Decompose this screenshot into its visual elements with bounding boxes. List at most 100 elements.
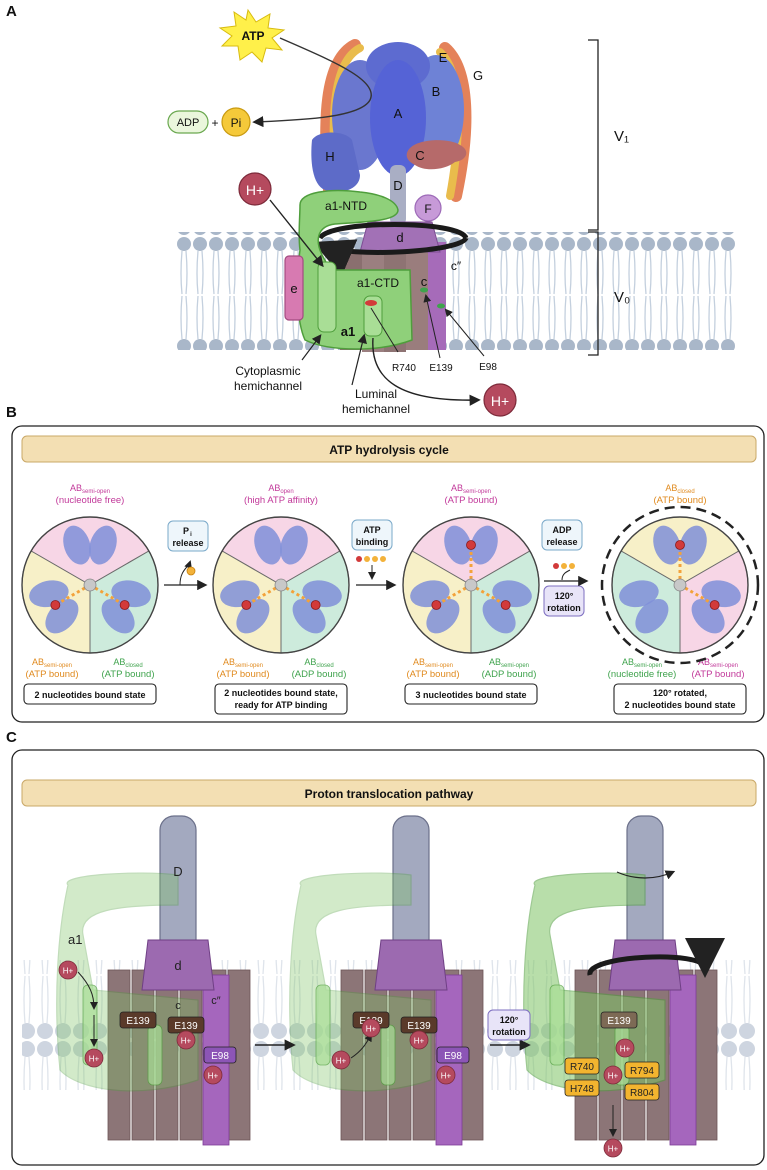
state-2-top-desc: (high ATP affinity) [244, 495, 318, 506]
c-rotation-line2: rotation [492, 1027, 526, 1037]
state-1-left-desc: (ATP bound) [26, 669, 79, 680]
state-3-box [404, 683, 538, 705]
plus-sign: + [211, 116, 218, 130]
state-3-hplus-b [603, 1065, 623, 1085]
hplus-top-label: H+ [246, 182, 264, 198]
state-2-left-desc: (ATP bound) [217, 669, 270, 680]
adp-label: ADP [177, 117, 200, 129]
e98-dot [437, 303, 445, 309]
state-1-hplus-entry-label: H+ [63, 967, 74, 976]
state-4-protein-0-1 [679, 525, 707, 565]
state-1-box-line-1: 2 nucleotides bound state [34, 690, 145, 700]
cytoplasmic-pointer [301, 334, 322, 361]
c-rotation-line1: 120° [500, 1015, 519, 1025]
state-1-e139-right-label: E139 [174, 1021, 198, 1032]
state-2-outline [212, 516, 350, 654]
state-2-hplus-mid [361, 1018, 381, 1038]
state-3-top-desc: (ATP bound) [445, 495, 498, 506]
state-2-protein-1-1 [220, 580, 260, 608]
atp-hydrolysis-arrow [252, 37, 372, 128]
state-3-protein-0-1 [470, 525, 498, 565]
state-4-right-sub: semi-open [710, 663, 738, 669]
state-2-protein-0-1 [280, 525, 308, 565]
label-a1: a1 [341, 324, 355, 339]
state-1-e98-box [203, 1046, 237, 1064]
hydrolysis-state-2: ABopen(high ATP affinity)ABsemi-open(ATP… [212, 483, 350, 715]
state-1-e139-left-label: E139 [126, 1016, 150, 1027]
state-1-dsmall-label: d [174, 958, 181, 973]
state-1-c2-label: c″ [211, 995, 221, 1007]
state-4-top-sub: closed [677, 489, 694, 495]
state-1-hplus-e139 [176, 1030, 196, 1050]
adp-mol-3 [569, 563, 575, 569]
state-4-right-desc: (ATP bound) [692, 669, 745, 680]
state-3-d-subunit [608, 939, 682, 991]
rotation-box [543, 585, 585, 617]
state-3-hub [464, 578, 478, 592]
state-3-r740-box [564, 1057, 600, 1075]
lum-label-2: hemichannel [342, 402, 410, 416]
state-4-nucleotide-head-0 [675, 540, 685, 550]
state-1-hub [83, 578, 97, 592]
state-3-outline [402, 516, 540, 654]
state-4-left-sub: semi-open [634, 663, 662, 669]
atp-binding-box [351, 519, 393, 551]
e139-pointer [423, 294, 441, 359]
label-a: A [394, 106, 403, 121]
hplus-bottom-label: H+ [491, 393, 509, 409]
state-4-nucleotide-chain-2 [679, 583, 716, 607]
state-1-c-label: c [175, 1000, 181, 1012]
state-1-nucleotide-chain-1 [54, 583, 91, 607]
membrane-a [175, 232, 735, 350]
state-2-nucleotide-chain-1 [245, 583, 282, 607]
state-1-hplus-entry [58, 960, 78, 980]
luminal-pointer [351, 333, 367, 386]
pi-label: Pi [231, 116, 242, 130]
label-a1-ntd: a1-NTD [325, 199, 367, 213]
label-d-small: d [396, 230, 403, 245]
state-2-hplus-e139 [409, 1030, 429, 1050]
subunit-e-membrane [284, 255, 304, 321]
state-3-h748-box [564, 1079, 600, 1097]
panel-b: B ATP hydrolysis cycle ABsemi-open(nucle… [6, 404, 765, 723]
state-4-nucleotide-head-2 [709, 600, 720, 610]
state-1-top-desc: (nucleotide free) [56, 495, 125, 506]
state-4-hub [673, 578, 687, 592]
adp-release-line2: release [546, 537, 577, 547]
hydrolysis-state-4: ABclosed(ATP bound)ABsemi-open(nucleotid… [600, 483, 760, 715]
state-3-r804-label: R804 [630, 1088, 654, 1099]
step-atp-binding: ATP binding [351, 519, 397, 591]
state-1-right-sub: closed [125, 663, 142, 669]
r740-dot [365, 300, 377, 306]
state-1-protein-0-1 [89, 525, 117, 565]
state-2-top-sub: open [280, 489, 293, 495]
pi-dot [186, 566, 196, 576]
c-double-prime-subunit [426, 242, 446, 350]
state-3-protein-2-0 [492, 580, 532, 608]
state-2-cyto-hemichannel [315, 984, 331, 1066]
e98-pointer [444, 308, 485, 357]
state-3-ring-rotation [587, 937, 725, 978]
state-2-hplus-low-label: H+ [336, 1057, 347, 1066]
rotation-arrow-front [312, 236, 469, 277]
proton-states: E139E139E98H+H+H+H+a1Ddcc″E139E139E98H+H… [56, 815, 725, 1158]
state-3-protein-1-1 [410, 580, 450, 608]
atp-mol-3 [372, 556, 378, 562]
pi-release-i: i [190, 532, 192, 538]
subunit-c-peripheral [406, 140, 467, 170]
state-3-hplus-a [615, 1038, 635, 1058]
atp-mol-1 [356, 556, 362, 562]
state-3-left-desc: (ATP bound) [407, 669, 460, 680]
label-e98: E98 [479, 362, 497, 373]
state-4-box [613, 683, 747, 715]
state-2-box-line-1: 2 nucleotides bound state, [224, 688, 338, 698]
state-3-r794-label: R794 [630, 1066, 654, 1077]
label-d-stalk: D [393, 178, 402, 193]
atp-label: ATP [241, 29, 264, 43]
step-pi-release: P i release [167, 520, 209, 586]
state-3-nucleotide-chain-2 [470, 583, 507, 607]
state-3-e139-label: E139 [607, 1016, 631, 1027]
